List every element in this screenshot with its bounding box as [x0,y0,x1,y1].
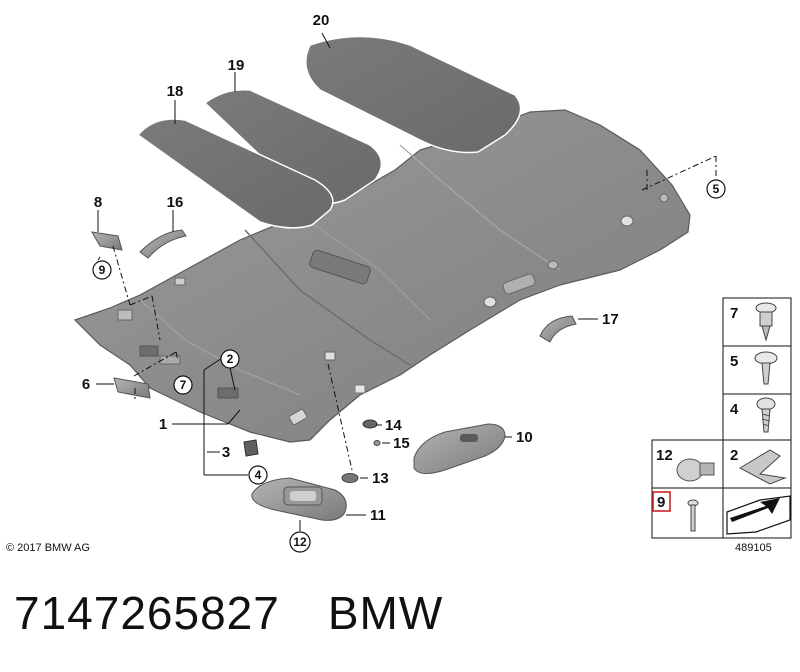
callout-8: 8 [94,194,102,211]
sound-pad-20 [305,35,522,154]
callout-3: 3 [222,444,230,461]
screw-icon-4 [756,397,776,433]
grab-handle-17 [539,315,577,343]
callout-19: 19 [228,57,245,74]
spring-clip-icon-2 [738,449,787,485]
svg-text:7: 7 [180,378,187,392]
bulb-icon-12 [676,458,715,482]
bracket-8 [91,231,123,251]
circled-callout-7: 7 [173,375,193,395]
plug-15 [373,440,381,446]
brand-name: BMW [327,587,444,639]
part-number: 7147265827 [14,587,280,639]
drawing-number: 489105 [735,542,772,554]
callout-11: 11 [370,507,386,524]
svg-text:5: 5 [713,182,720,196]
callout-14: 14 [385,417,402,434]
push-clip-icon-5 [754,351,778,385]
legend-label-5: 5 [730,353,738,370]
svg-text:2: 2 [227,352,234,366]
dash-dot-lines [112,155,717,471]
legend-label-7: 7 [730,305,738,322]
wedge-arrow-icon [726,495,791,535]
circled-callout-5: 5 [706,179,726,199]
callout-1: 1 [159,416,167,433]
callout-17: 17 [602,311,619,328]
rivet-icon-9 [687,499,699,532]
svg-text:12: 12 [293,535,307,549]
copyright-notice: © 2017 BMW AG [6,542,90,554]
callout-6: 6 [82,376,90,393]
callout-18: 18 [167,83,184,100]
callout-16: 16 [167,194,184,211]
legend-label-9: 9 [657,494,665,511]
callout-15: 15 [393,435,410,452]
sun-visor-right-10 [413,423,506,474]
circled-callout-4: 4 [248,465,268,485]
legend-label-4: 4 [730,401,739,418]
footer-caption: 7147265827 BMW [14,586,443,640]
bracket-6 [113,377,151,399]
circled-callout-9: 9 [92,260,112,280]
callout-13: 13 [372,470,389,487]
fastener-legend: 7 5 4 12 2 9 [651,297,792,539]
grab-handle-16 [139,229,187,259]
svg-text:9: 9 [99,263,106,277]
clip-3 [243,439,259,457]
legend-highlight-9 [652,491,671,512]
grommet-14 [362,419,378,429]
sun-visor-left-11 [251,477,347,521]
callout-20: 20 [313,12,330,29]
callout-10: 10 [516,429,533,446]
legend-label-2: 2 [730,447,738,464]
circled-callout-2: 2 [220,349,240,369]
cover-13 [341,473,359,483]
headliner [73,109,691,443]
svg-text:4: 4 [255,468,262,482]
clip-icon-7 [755,302,777,342]
circled-callout-12: 12 [289,531,311,553]
legend-label-12: 12 [656,447,673,464]
leader-lines [96,32,598,531]
sound-pad-18 [136,118,334,229]
